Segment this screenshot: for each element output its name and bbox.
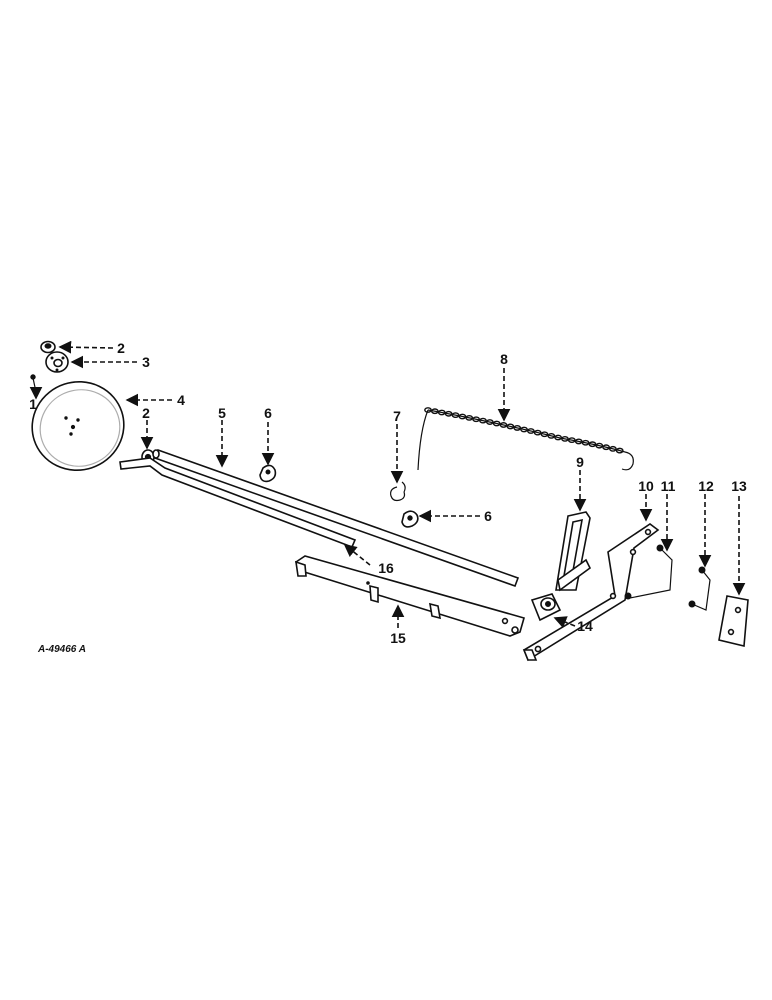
callout-labels: 1 2 3 4 2 5 6 7 6 8 9 10 11 12 13 14 15 … [29, 340, 747, 646]
part-5-rod [152, 448, 520, 588]
part-2-nut-top [40, 340, 56, 354]
chain-link [444, 410, 453, 417]
chain-link [451, 412, 460, 419]
callout-12: 12 [698, 478, 714, 494]
chain-link [520, 426, 528, 433]
chain-link [602, 444, 611, 451]
chain-link [540, 431, 549, 438]
chain-link [499, 422, 508, 428]
callout-10: 10 [638, 478, 654, 494]
part-8-chain [417, 409, 634, 471]
part-16-bent-axle [119, 457, 357, 549]
chain-link [485, 419, 494, 425]
part-1-pin [30, 374, 37, 393]
callout-6-lower: 6 [484, 508, 492, 524]
chain-link [615, 447, 624, 454]
part-9-slotted-bracket [555, 511, 592, 592]
chain-link [609, 445, 617, 452]
part-3-hub [45, 351, 69, 373]
chain-link [588, 441, 597, 448]
chain-link [581, 439, 590, 446]
callout-13: 13 [731, 478, 747, 494]
chain-link [574, 438, 583, 445]
callout-7: 7 [393, 408, 401, 424]
chain-link [492, 420, 501, 427]
chain-link [595, 442, 604, 449]
callout-6-upper: 6 [264, 405, 272, 421]
leader-2-top [58, 340, 114, 354]
callout-4: 4 [177, 392, 185, 408]
part-4-disc-blade [31, 381, 125, 471]
leader-16 [343, 544, 371, 566]
callout-16: 16 [378, 560, 394, 576]
part-6-clamp-upper [259, 464, 277, 483]
chain-link [513, 425, 522, 431]
callout-11: 11 [661, 478, 676, 494]
callout-8: 8 [500, 351, 508, 367]
part-6-clamp-lower [401, 510, 419, 528]
chain-link [526, 428, 535, 434]
leader-lines [29, 340, 746, 629]
callout-3: 3 [142, 354, 150, 370]
part-7-s-hook [390, 481, 406, 502]
part-10-frame-bracket [522, 523, 660, 662]
callout-2-top: 2 [117, 340, 125, 356]
chain-link [479, 417, 487, 424]
chain-link [424, 407, 432, 413]
figure-id: A-49466 A [37, 644, 86, 655]
part-12-small-u-bolt [688, 566, 711, 611]
chain-link [437, 409, 446, 416]
callout-15: 15 [390, 630, 406, 646]
chain-link [472, 416, 481, 423]
chain-link [465, 414, 474, 421]
chain-link [430, 408, 439, 415]
chain-link [506, 423, 515, 430]
callout-14: 14 [577, 618, 593, 634]
chain-link [567, 437, 576, 444]
chain-link [533, 429, 542, 436]
leader-14 [553, 616, 576, 629]
chain-link [547, 432, 556, 439]
chain-link [554, 434, 562, 441]
callout-9: 9 [576, 454, 584, 470]
callout-1: 1 [29, 396, 37, 412]
part-15-channel-bar [295, 555, 525, 637]
chain-link [458, 413, 467, 420]
part-14-swivel-block [530, 593, 562, 622]
callout-2-lower: 2 [142, 405, 150, 421]
chain-link [561, 435, 569, 442]
part-13-plate [718, 595, 749, 647]
callout-5: 5 [218, 405, 226, 421]
